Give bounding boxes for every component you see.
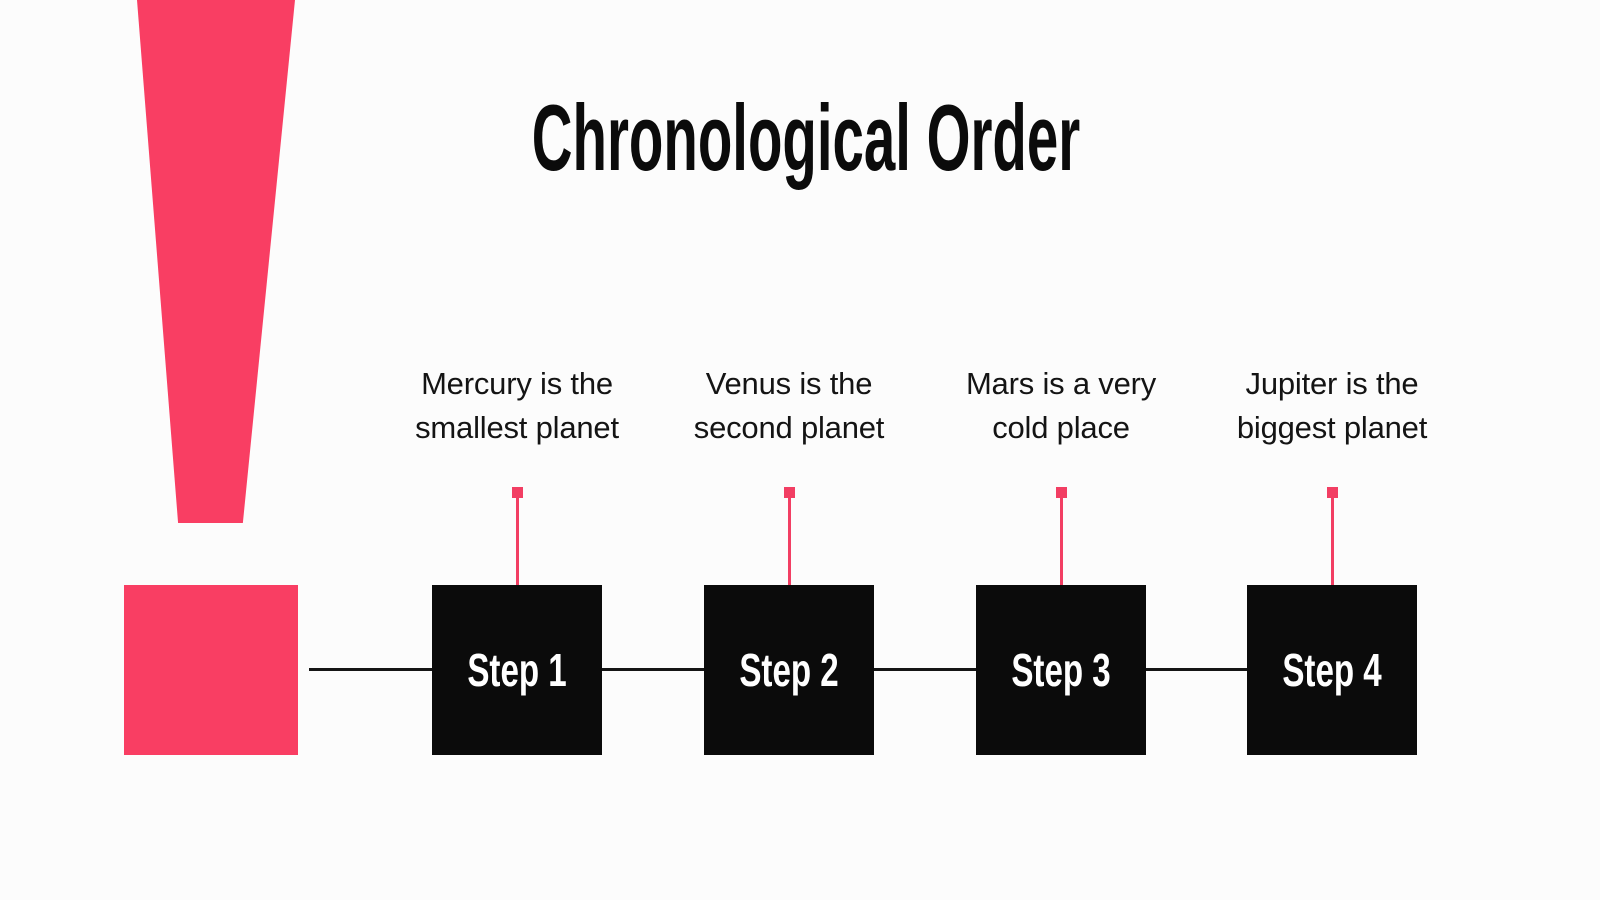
exclamation-mark-stalk	[137, 0, 295, 523]
step-label: Step 2	[739, 644, 839, 696]
connector-line	[787, 497, 791, 587]
step-description: Mars is a very cold place	[891, 362, 1231, 450]
step-box: Step 4	[1247, 585, 1417, 755]
connector-line	[1330, 497, 1334, 587]
step-description-line1: Venus is the	[705, 366, 873, 401]
step-box: Step 3	[976, 585, 1146, 755]
step-box: Step 1	[432, 585, 602, 755]
step-description-line2: second planet	[693, 410, 885, 445]
step-description-line1: Mars is a very	[965, 366, 1157, 401]
step-description: Jupiter is the biggest planet	[1162, 362, 1502, 450]
step-description: Mercury is the smallest planet	[347, 362, 687, 450]
step-label: Step 3	[1011, 644, 1111, 696]
step-description-line2: biggest planet	[1236, 410, 1428, 445]
step-description-line2: smallest planet	[415, 410, 619, 445]
step-description-line1: Mercury is the	[421, 366, 613, 401]
step-label: Step 4	[1282, 644, 1382, 696]
step-description: Venus is the second planet	[619, 362, 959, 450]
step-box: Step 2	[704, 585, 874, 755]
step-label: Step 1	[467, 644, 567, 696]
step-description-line2: cold place	[992, 410, 1130, 445]
connector-marker	[511, 487, 523, 498]
connector-marker	[783, 487, 795, 498]
connector-line	[1059, 497, 1063, 587]
step-description-line1: Jupiter is the	[1245, 366, 1419, 401]
page-title: Chronological Order	[531, 85, 1081, 190]
exclamation-mark-dot	[124, 585, 298, 755]
connector-marker	[1055, 487, 1067, 498]
connector-line	[515, 497, 519, 587]
connector-marker	[1326, 487, 1338, 498]
